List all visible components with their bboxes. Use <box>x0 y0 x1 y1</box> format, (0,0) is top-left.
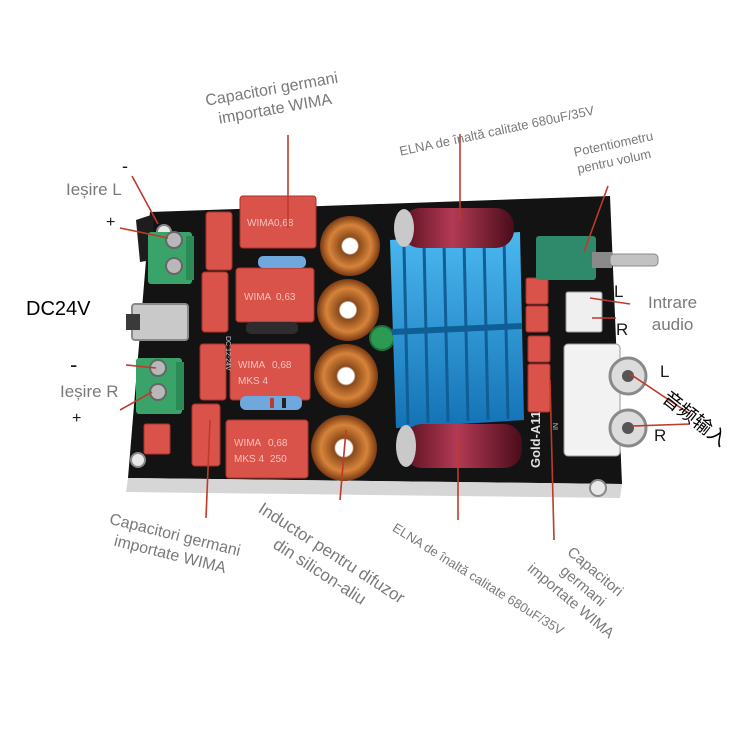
elna-capacitor-top <box>394 208 514 248</box>
rca-sockets <box>563 343 648 457</box>
out-l-plus: + <box>106 214 116 231</box>
wima-cap: WIMA 0,68 <box>239 195 317 249</box>
heatsink <box>390 232 524 428</box>
svg-text:0,68: 0,68 <box>268 438 288 449</box>
board-model-silkscreen: Gold-A113 <box>528 404 543 468</box>
svg-text:WIMA: WIMA <box>234 438 262 449</box>
mount-hole <box>130 452 146 468</box>
out-r-label: Ieșire R <box>60 382 119 401</box>
wima-cap: WIMA 0,63 <box>235 267 315 323</box>
svg-text:0,68: 0,68 <box>272 360 292 371</box>
svg-text:WIMA: WIMA <box>244 292 272 303</box>
svg-text:250: 250 <box>270 454 287 465</box>
elna-capacitor-bottom <box>396 424 522 468</box>
svg-text:WIMA: WIMA <box>238 360 266 371</box>
wima-cap: WIMA 0,68 MKS 4 250 <box>225 419 309 479</box>
svg-text:MKS 4: MKS 4 <box>234 454 264 465</box>
audio-in-r: R <box>616 320 629 339</box>
annotation-lines <box>119 134 691 541</box>
audio-input-header <box>565 291 603 333</box>
rca-l: L <box>660 362 670 381</box>
small-film-capacitors <box>143 211 233 467</box>
svg-text:0,68: 0,68 <box>274 218 294 229</box>
svg-text:0,63: 0,63 <box>276 292 296 303</box>
dc-input-label: DC24V <box>26 298 91 320</box>
right-film-capacitors <box>525 277 551 413</box>
wima-cap-marking: WIMA <box>247 218 275 229</box>
silk-dc: DC 12-24V <box>224 336 231 371</box>
wima-capacitors: WIMA 0,68 WIMA 0,63 WIMA 0,68 MKS 4 WIMA… <box>225 195 317 479</box>
svg-text:MKS 4: MKS 4 <box>238 376 268 387</box>
dc-power-jack <box>126 303 189 341</box>
out-r-plus: + <box>72 410 82 427</box>
audio-in-annotation: Intrare audio <box>648 293 698 334</box>
silk-in: IN <box>553 423 560 430</box>
small-electrolytic-capacitor <box>369 325 395 351</box>
rca-r: R <box>654 426 667 445</box>
out-l-label: Ieșire L <box>66 180 122 199</box>
mount-hole <box>589 479 607 497</box>
speaker-terminal-right <box>136 358 184 414</box>
audio-in-l: L <box>614 282 624 301</box>
wima-cap: WIMA 0,68 MKS 4 <box>229 343 311 401</box>
volume-potentiometer <box>536 236 659 280</box>
speaker-terminal-left <box>148 231 194 284</box>
resistors <box>240 256 306 410</box>
out-r-minus: - <box>70 352 78 377</box>
out-l-minus: - <box>122 156 128 176</box>
toroid-inductors <box>311 216 380 481</box>
